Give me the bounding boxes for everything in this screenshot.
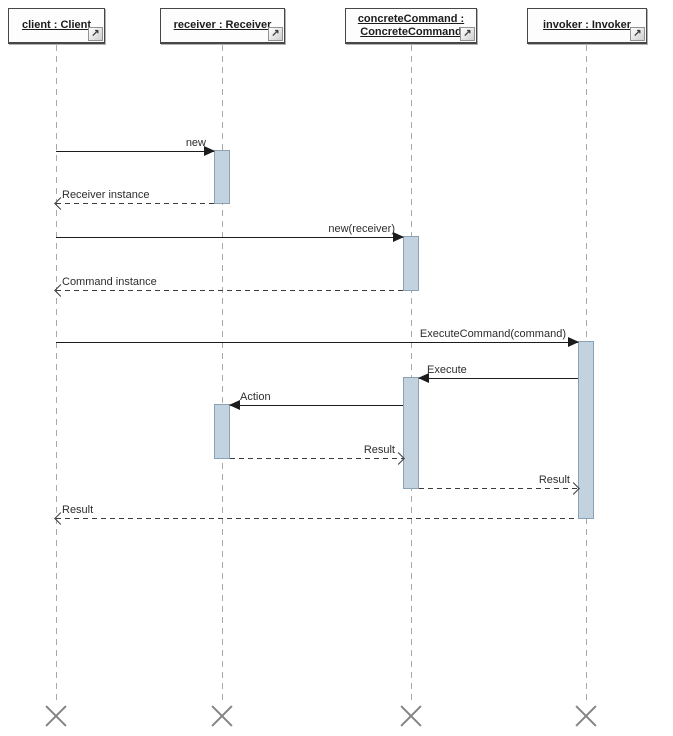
lifeline-head-concrete-command[interactable]: concreteCommand : ConcreteCommand ↗ [345,8,477,44]
message-label: Result [538,474,570,486]
message-label: Receiver instance [62,189,150,201]
message-execute-command: ExecuteCommand(command) [56,328,579,347]
arrowhead-solid-left-icon [418,373,429,383]
arrowhead-solid-left-icon [229,400,240,410]
message-result-to-command: Result [230,444,405,465]
message-label: Action [240,391,271,403]
message-result-to-client: Result [54,504,578,525]
activation-receiver-new [214,150,230,204]
message-line [56,151,214,152]
activation-receiver-action [214,404,230,459]
lifeline-head-invoker[interactable]: invoker : Invoker ↗ [527,8,647,44]
arrowhead-solid-right-icon [393,232,404,242]
activation-invoker-execute-command [578,341,594,519]
message-new-receiver: new(receiver) [56,223,404,242]
lifeline-end-cross-invoker [574,703,598,729]
arrowhead-solid-right-icon [568,337,579,347]
message-execute: Execute [418,364,578,383]
lifeline-name-concrete-command: concreteCommand : ConcreteCommand [357,12,465,38]
activation-command-execute [403,377,419,489]
message-result-to-invoker: Result [419,474,580,495]
activation-command-new [403,236,419,291]
open-resource-icon[interactable]: ↗ [88,27,103,41]
message-line [419,378,578,379]
message-line [56,290,403,291]
lifeline-head-receiver[interactable]: receiver : Receiver ↗ [160,8,285,44]
message-label: Result [62,504,94,516]
message-receiver-instance: Receiver instance [54,189,214,210]
arrowhead-solid-right-icon [204,146,215,156]
message-label: Execute [427,364,467,376]
message-line [230,405,403,406]
lifeline-name-receiver: receiver : Receiver [173,19,272,31]
message-line [419,488,578,489]
message-new: new [56,137,215,156]
message-line [56,342,578,343]
lifeline-receiver [222,45,223,705]
message-label: ExecuteCommand(command) [419,328,566,340]
open-resource-icon[interactable]: ↗ [268,27,283,41]
message-line [56,518,578,519]
lifeline-end-cross-concrete-command [399,703,423,729]
message-action: Action [229,391,403,410]
message-line [56,203,214,204]
lifeline-client [56,45,57,705]
lifeline-name-client: client : Client [21,19,92,31]
message-line [56,237,403,238]
lifeline-head-client[interactable]: client : Client ↗ [8,8,105,44]
open-resource-icon[interactable]: ↗ [460,27,475,41]
message-line [230,458,403,459]
message-label: new [185,137,206,149]
lifeline-name-invoker: invoker : Invoker [542,19,632,31]
message-label: Result [363,444,395,456]
message-command-instance: Command instance [54,276,403,297]
lifeline-end-cross-client [44,703,68,729]
open-resource-icon[interactable]: ↗ [630,27,645,41]
lifeline-end-cross-receiver [210,703,234,729]
message-label: new(receiver) [328,223,395,235]
lifeline-concrete-command [411,45,412,705]
message-label: Command instance [62,276,157,288]
